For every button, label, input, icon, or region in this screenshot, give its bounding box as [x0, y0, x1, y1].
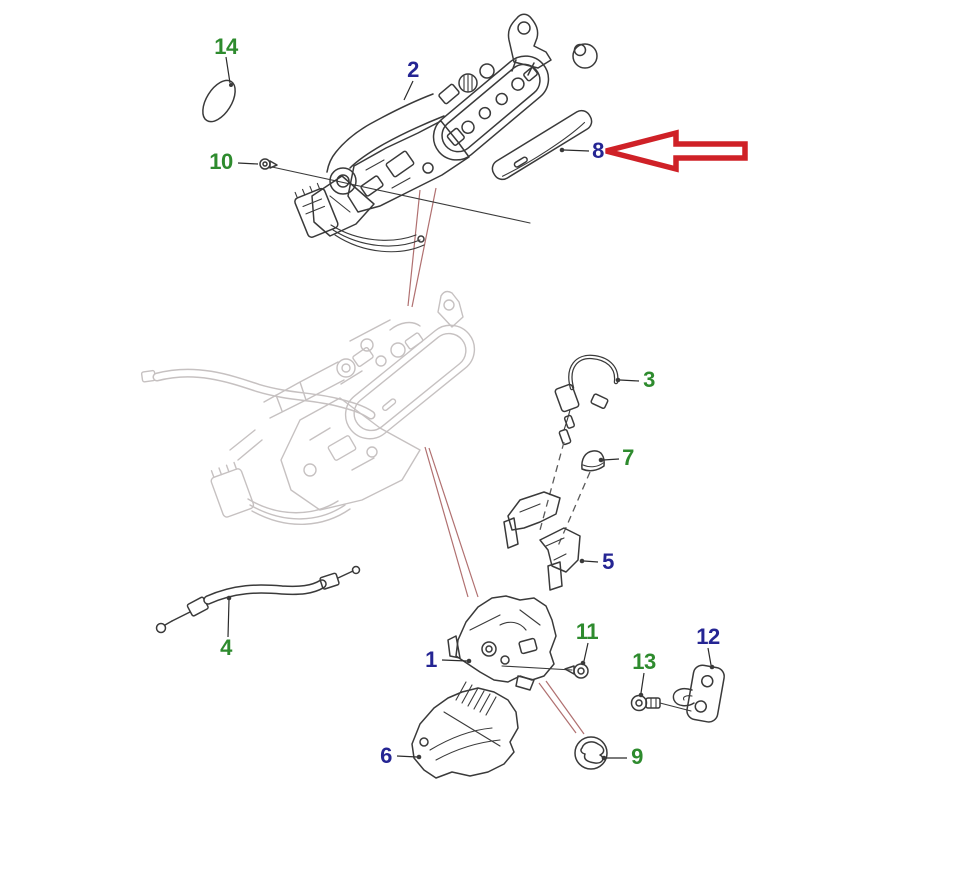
assembly-axis-dashed	[539, 441, 591, 547]
callout-2: 2	[407, 57, 419, 82]
pointer-arrow	[605, 129, 748, 173]
leader-2	[403, 80, 414, 101]
part-11-screw	[501, 642, 589, 679]
callout-11: 11	[575, 619, 599, 644]
callout-6: 6	[380, 743, 392, 768]
part-14-seal-ring	[202, 56, 236, 123]
part-6-shield-cover	[396, 681, 519, 779]
part-2-handle-mechanism	[294, 13, 598, 253]
part-5-bracket	[503, 491, 599, 591]
callout-9: 9	[631, 744, 643, 769]
callout-8: 8	[592, 138, 604, 163]
callout-5: 5	[602, 549, 614, 574]
part-8-trim-strip	[491, 109, 593, 181]
part-10-screw	[237, 158, 531, 224]
part-13-bolt	[630, 672, 692, 712]
part-7-cap	[581, 450, 620, 472]
part-3-lock-cable	[554, 354, 640, 446]
assembled-view-ghost	[140, 290, 476, 526]
part-4-release-cable	[155, 565, 361, 638]
callout-12: 12	[696, 624, 720, 649]
callout-14: 14	[214, 34, 238, 59]
view-link-lines	[407, 187, 585, 735]
callout-4: 4	[220, 635, 232, 660]
part-1-latch	[441, 595, 557, 691]
callout-3: 3	[643, 367, 655, 392]
callout-10: 10	[209, 149, 233, 174]
part-12-striker	[672, 647, 725, 723]
part-9-grommet	[574, 736, 627, 770]
callout-7: 7	[622, 445, 634, 470]
callout-1: 1	[425, 647, 437, 672]
callout-13: 13	[632, 649, 656, 674]
